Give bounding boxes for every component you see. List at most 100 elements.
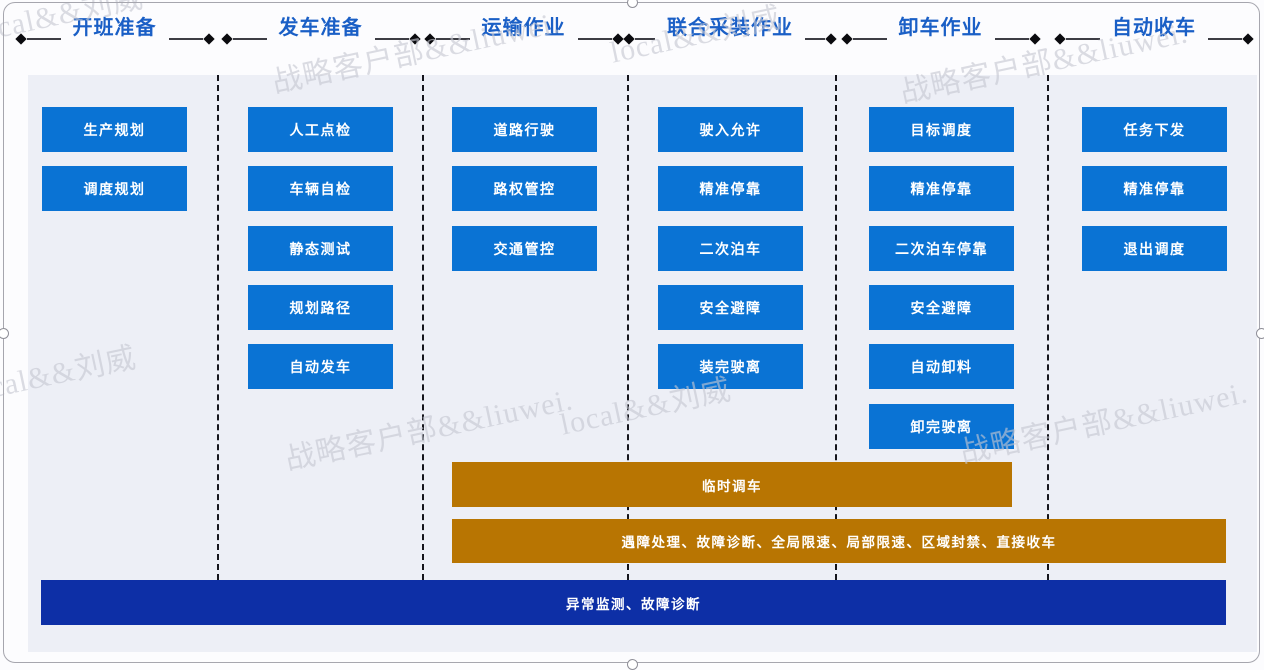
header-line	[168, 38, 203, 40]
task-label: 人工点检	[289, 122, 352, 139]
task-box[interactable]: 路权管控	[452, 166, 597, 211]
task-label: 交通管控	[493, 241, 556, 258]
diamond-icon	[220, 33, 233, 45]
task-label: 二次泊车停靠	[895, 241, 988, 258]
header-line	[374, 38, 409, 40]
stage-title: 联合采装作业	[667, 14, 793, 39]
diamond-icon	[1242, 33, 1254, 45]
task-label: 安全避障	[699, 300, 762, 317]
task-box[interactable]: 生产规划	[42, 107, 187, 152]
diamond-icon	[1054, 33, 1066, 45]
task-box[interactable]: 车辆自检	[248, 166, 393, 211]
task-label: 任务下发	[1123, 122, 1186, 139]
stage-title: 卸车作业	[898, 14, 983, 39]
task-box[interactable]: 卸完驶离	[869, 404, 1014, 449]
task-label: 目标调度	[910, 122, 973, 139]
diamond-icon	[1028, 33, 1041, 45]
task-box[interactable]: 道路行驶	[452, 107, 597, 152]
diamond-icon	[14, 33, 27, 45]
diamond-icon	[840, 33, 853, 45]
diamond-icon	[825, 33, 837, 45]
selection-handle-top[interactable]	[626, 0, 638, 8]
task-box[interactable]: 退出调度	[1082, 226, 1227, 271]
stage-separator-2	[422, 75, 424, 580]
stage-title: 运输作业	[481, 14, 566, 39]
stage-header-4[interactable]: 联合采装作业	[623, 15, 837, 51]
selection-handle-left[interactable]	[0, 327, 9, 339]
task-label: 装完驶离	[699, 359, 762, 376]
header-line	[994, 38, 1029, 40]
task-box[interactable]: 精准停靠	[869, 166, 1014, 211]
exception-handling-bar[interactable]: 遇障处理、故障诊断、全局限速、局部限速、区域封禁、直接收车	[452, 519, 1226, 563]
task-label: 驶入允许	[699, 122, 762, 139]
task-label: 静态测试	[289, 241, 352, 258]
diamond-icon	[611, 33, 624, 45]
task-label: 路权管控	[493, 181, 556, 198]
task-box[interactable]: 静态测试	[248, 226, 393, 271]
task-box[interactable]: 人工点检	[248, 107, 393, 152]
task-label: 规划路径	[289, 300, 352, 317]
header-line	[635, 38, 655, 40]
header-line	[435, 38, 470, 40]
header-line	[577, 38, 612, 40]
task-box[interactable]: 二次泊车	[658, 226, 803, 271]
task-label: 精准停靠	[699, 181, 762, 198]
task-label: 精准停靠	[1123, 181, 1186, 198]
diagram-panel	[28, 75, 1257, 652]
task-box[interactable]: 精准停靠	[1082, 166, 1227, 211]
stage-header-3[interactable]: 运输作业	[423, 15, 624, 51]
task-label: 调度规划	[83, 181, 146, 198]
task-label: 自动卸料	[910, 359, 973, 376]
task-label: 退出调度	[1123, 241, 1186, 258]
task-box[interactable]: 自动卸料	[869, 344, 1014, 389]
header-line	[852, 38, 887, 40]
stage-title: 开班准备	[72, 14, 157, 39]
task-label: 安全避障	[910, 300, 973, 317]
header-line	[232, 38, 267, 40]
selection-handle-right[interactable]	[1255, 327, 1264, 339]
task-label: 生产规划	[83, 122, 146, 139]
stage-header-2[interactable]: 发车准备	[220, 15, 421, 51]
header-line	[1208, 38, 1242, 40]
bar-label: 临时调车	[702, 478, 762, 495]
task-label: 二次泊车	[699, 241, 762, 258]
monitoring-bar[interactable]: 异常监测、故障诊断	[41, 580, 1226, 625]
stage-header-5[interactable]: 卸车作业	[840, 15, 1041, 51]
stage-separator-1	[217, 75, 219, 580]
selection-handle-bottom[interactable]	[626, 658, 638, 670]
stage-header-1[interactable]: 开班准备	[14, 15, 215, 51]
stage-title: 自动收车	[1112, 14, 1196, 39]
task-label: 自动发车	[289, 359, 352, 376]
stage-title: 发车准备	[278, 14, 363, 39]
diamond-icon	[623, 33, 635, 45]
task-box[interactable]: 规划路径	[248, 285, 393, 330]
task-box[interactable]: 自动发车	[248, 344, 393, 389]
header-line	[26, 38, 61, 40]
stage-header-6[interactable]: 自动收车	[1054, 15, 1254, 51]
stage-separator-3	[627, 75, 629, 580]
task-box[interactable]: 调度规划	[42, 166, 187, 211]
diamond-icon	[408, 33, 421, 45]
task-box[interactable]: 目标调度	[869, 107, 1014, 152]
task-box[interactable]: 安全避障	[869, 285, 1014, 330]
task-box[interactable]: 交通管控	[452, 226, 597, 271]
bar-label: 遇障处理、故障诊断、全局限速、局部限速、区域封禁、直接收车	[621, 535, 1057, 551]
temp-dispatch-bar[interactable]: 临时调车	[452, 462, 1012, 507]
task-box[interactable]: 任务下发	[1082, 107, 1227, 152]
stage-separator-4	[835, 75, 837, 580]
task-label: 车辆自检	[289, 181, 352, 198]
bar-label: 异常监测、故障诊断	[566, 596, 701, 613]
task-box[interactable]: 精准停靠	[658, 166, 803, 211]
task-box[interactable]: 安全避障	[658, 285, 803, 330]
task-box[interactable]: 二次泊车停靠	[869, 226, 1014, 271]
diamond-icon	[423, 33, 436, 45]
task-box[interactable]: 装完驶离	[658, 344, 803, 389]
header-line	[805, 38, 825, 40]
header-line	[1066, 38, 1100, 40]
task-label: 卸完驶离	[910, 419, 973, 436]
task-label: 精准停靠	[910, 181, 973, 198]
stage-separator-5	[1047, 75, 1049, 580]
task-label: 道路行驶	[493, 122, 556, 139]
task-box[interactable]: 驶入允许	[658, 107, 803, 152]
